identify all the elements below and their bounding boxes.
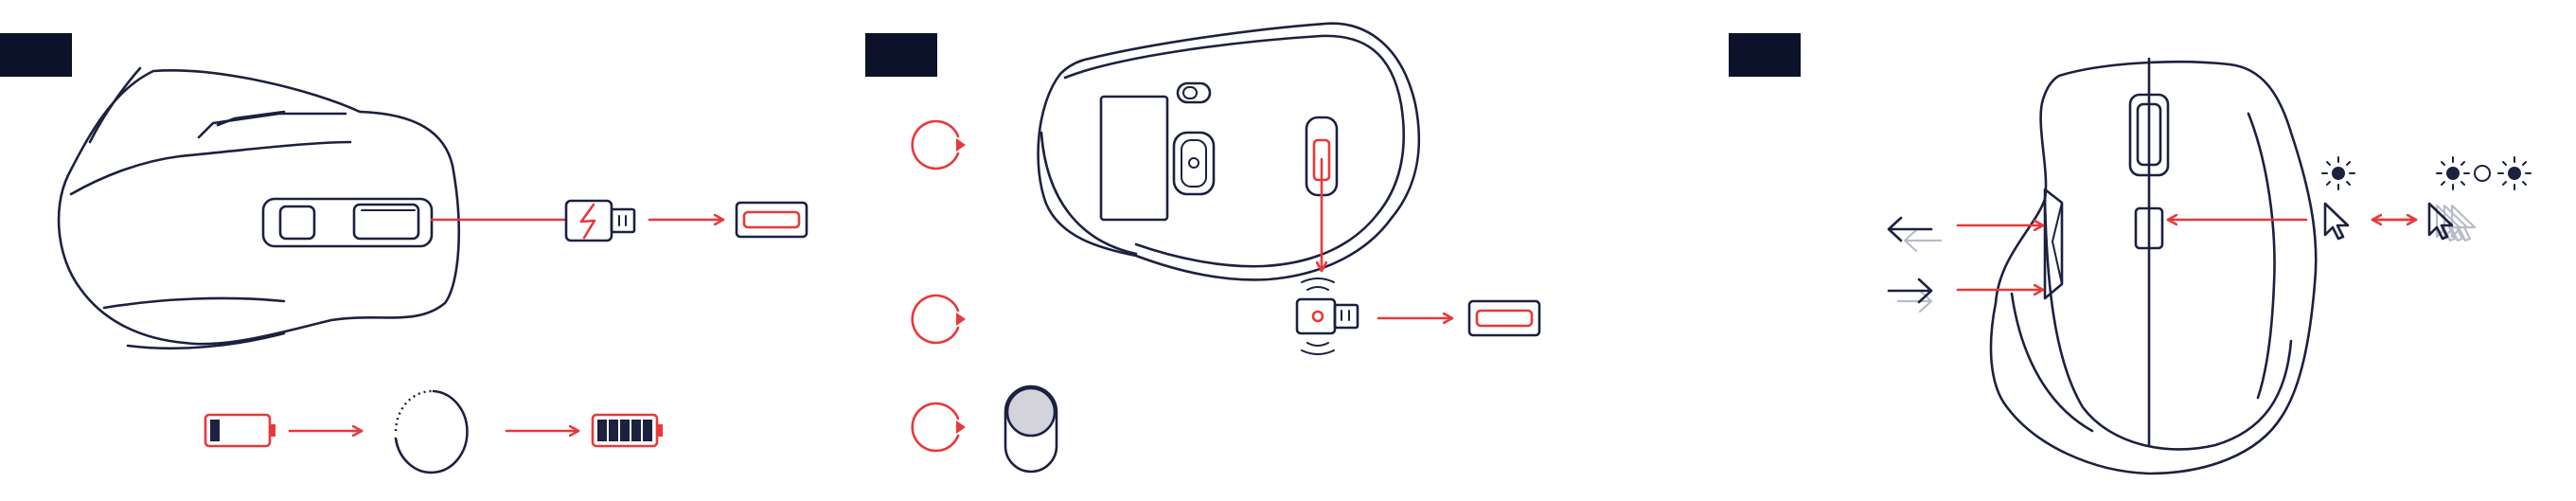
step-marker-1: [913, 121, 966, 169]
power-switch-icon: [1005, 386, 1057, 472]
usb-receiver-icon: [1297, 278, 1358, 354]
mouse-bottom-view-icon: [1039, 24, 1419, 280]
usb-port-icon: [1469, 301, 1539, 335]
step-marker-2: [913, 295, 966, 343]
back-arrow-icon: [1889, 218, 1941, 251]
usb-c-cable-icon: [566, 201, 634, 241]
mouse-top-view-icon: [1991, 59, 2316, 474]
mouse-side-view-icon: [59, 68, 459, 349]
dpi-brightness-icon: [2322, 157, 2531, 189]
forward-arrow-icon: [1889, 279, 1931, 312]
battery-low-icon: [205, 415, 275, 446]
usb-port-icon: [737, 203, 807, 237]
cursor-speed-icon: [2429, 204, 2475, 241]
step-marker-3: [913, 403, 966, 451]
battery-full-icon: [593, 415, 663, 446]
cursor-icon: [2325, 204, 2348, 239]
loading-ring-icon: [396, 391, 467, 473]
